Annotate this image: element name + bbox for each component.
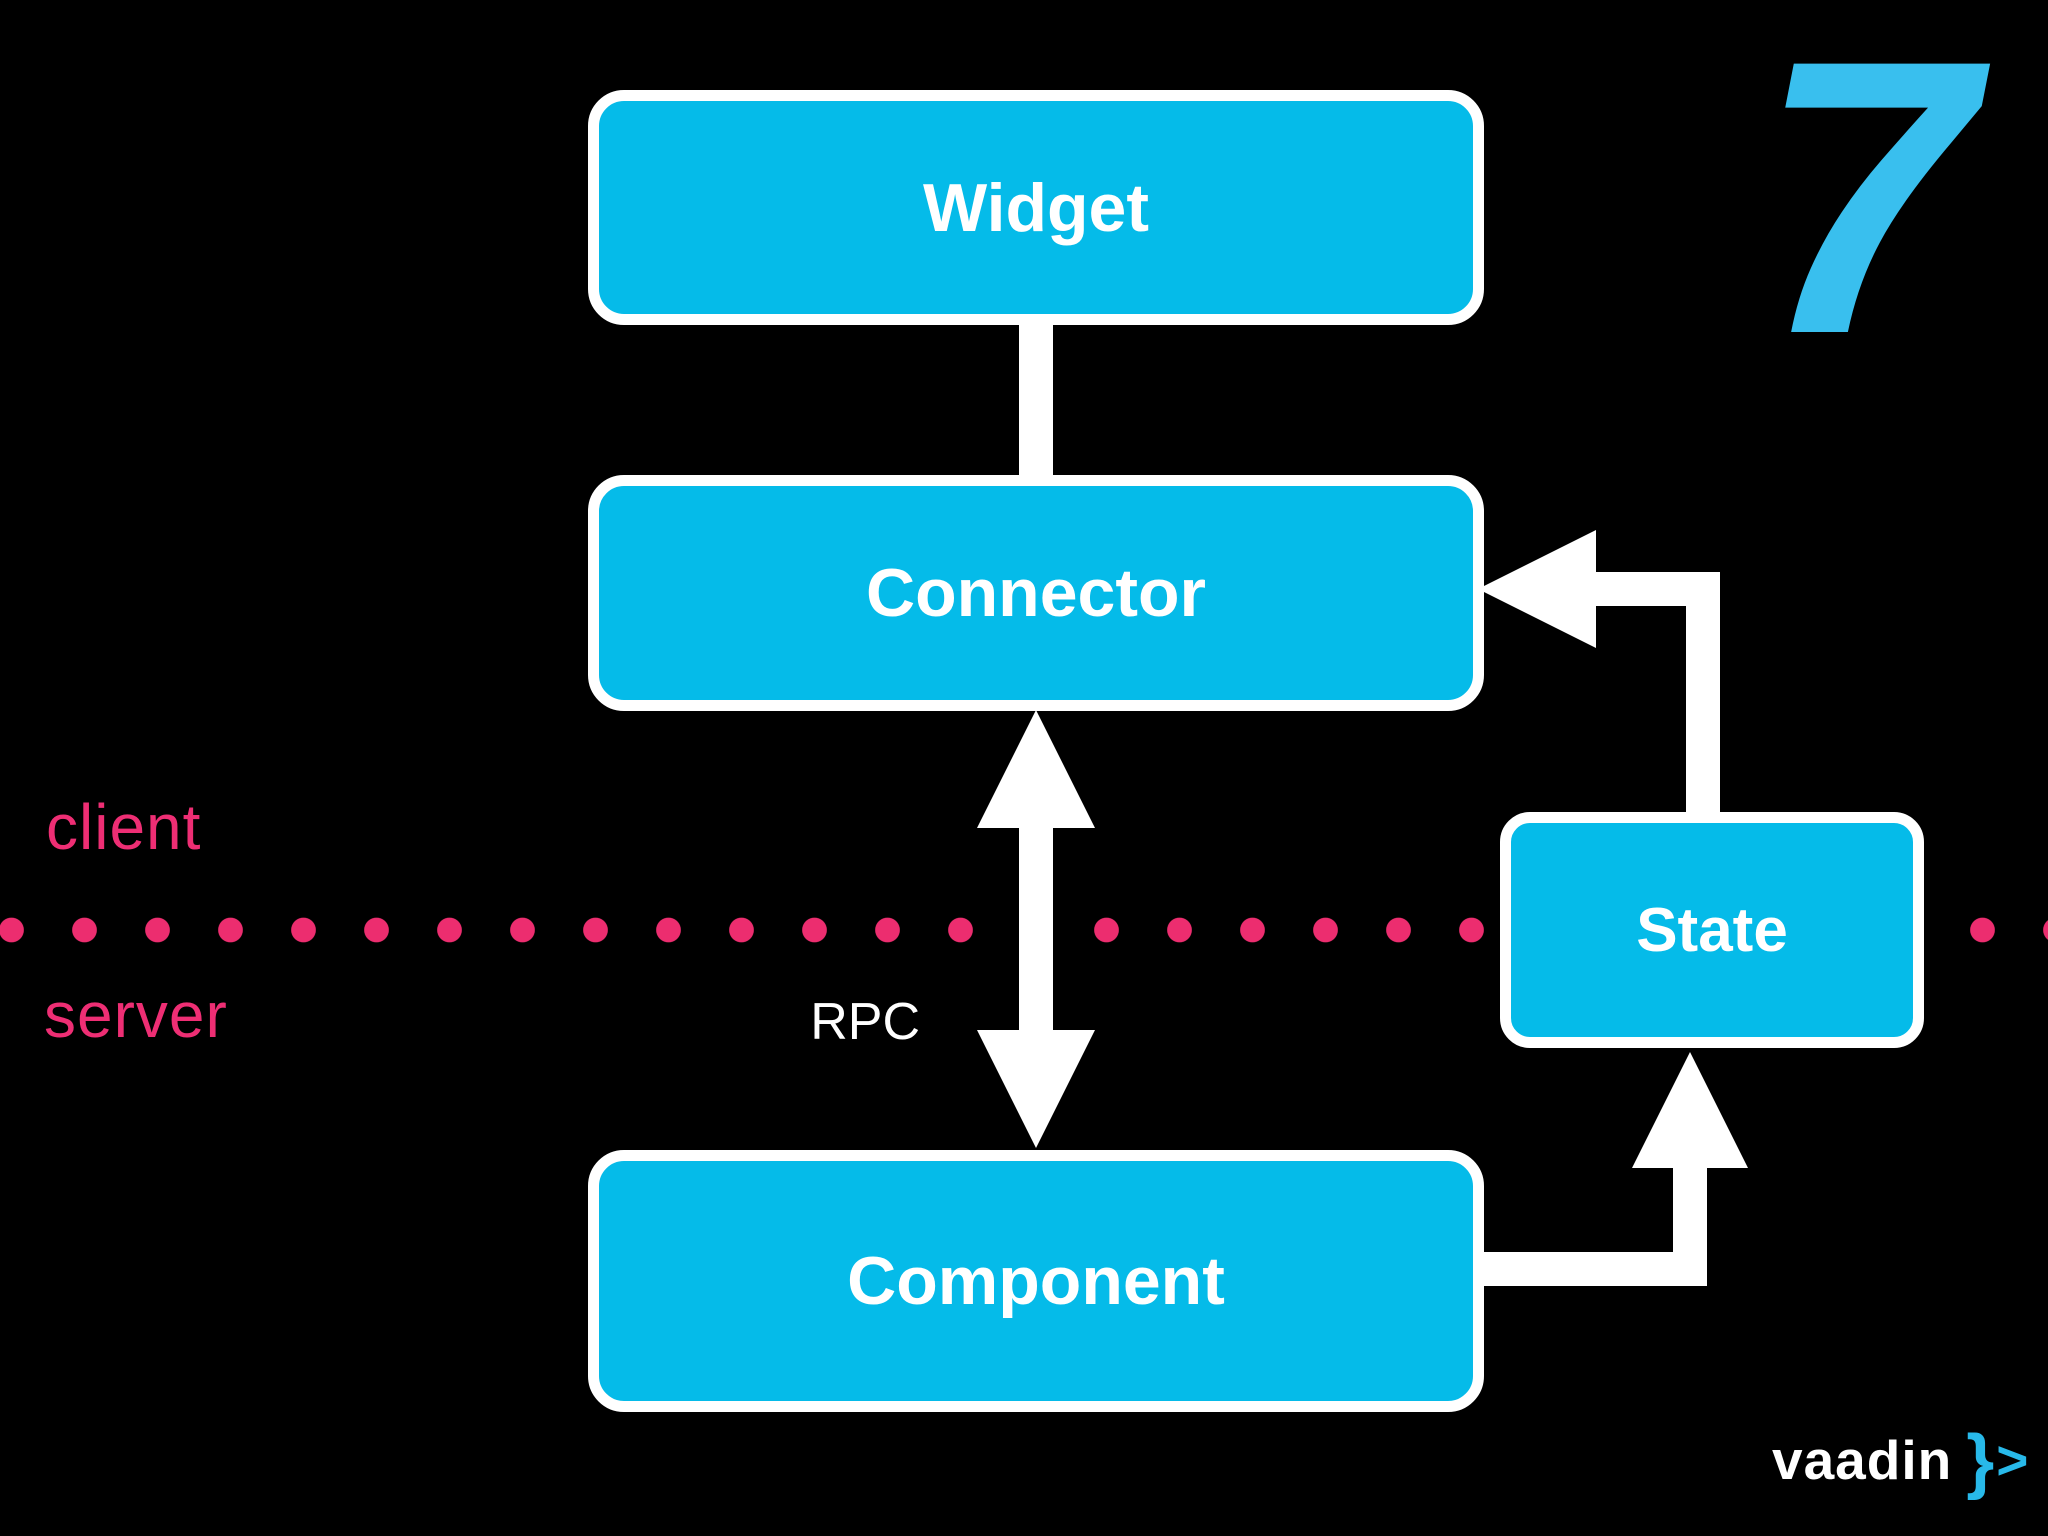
vaadin-logo-brace-icon: } xyxy=(1966,1421,1995,1501)
connector-box: Connector xyxy=(588,475,1484,711)
state-to-connector-arrow-head-icon xyxy=(1478,530,1596,648)
state-to-connector-arrow-vertical-shaft xyxy=(1686,572,1720,818)
server-zone-label: server xyxy=(44,979,228,1051)
component-box-label: Component xyxy=(847,1243,1225,1319)
component-to-state-arrow-vertical-shaft xyxy=(1673,1166,1707,1286)
connector-box-label: Connector xyxy=(866,555,1206,631)
rpc-label: RPC xyxy=(810,993,920,1051)
state-box: State xyxy=(1500,812,1924,1048)
component-box: Component xyxy=(588,1150,1484,1412)
vaadin-logo-chevron-icon: > xyxy=(1996,1429,2029,1491)
rpc-arrow-shaft xyxy=(1019,826,1053,1040)
widget-box-label: Widget xyxy=(922,169,1149,246)
rpc-arrow-down-head-icon xyxy=(977,1030,1095,1148)
vaadin-logo: vaadin } > xyxy=(1772,1414,2029,1501)
component-to-state-arrow-head-icon xyxy=(1632,1052,1748,1168)
state-box-label: State xyxy=(1636,895,1788,965)
vaadin-logo-wordmark: vaadin xyxy=(1772,1429,1953,1491)
widget-box: Widget xyxy=(588,90,1484,325)
component-to-state-arrow-horizontal-shaft xyxy=(1470,1252,1707,1286)
client-zone-label: client xyxy=(46,791,202,863)
slide-number: 7 xyxy=(1758,0,1975,415)
widget-connector-link xyxy=(1019,310,1053,482)
rpc-arrow-up-head-icon xyxy=(977,710,1095,828)
